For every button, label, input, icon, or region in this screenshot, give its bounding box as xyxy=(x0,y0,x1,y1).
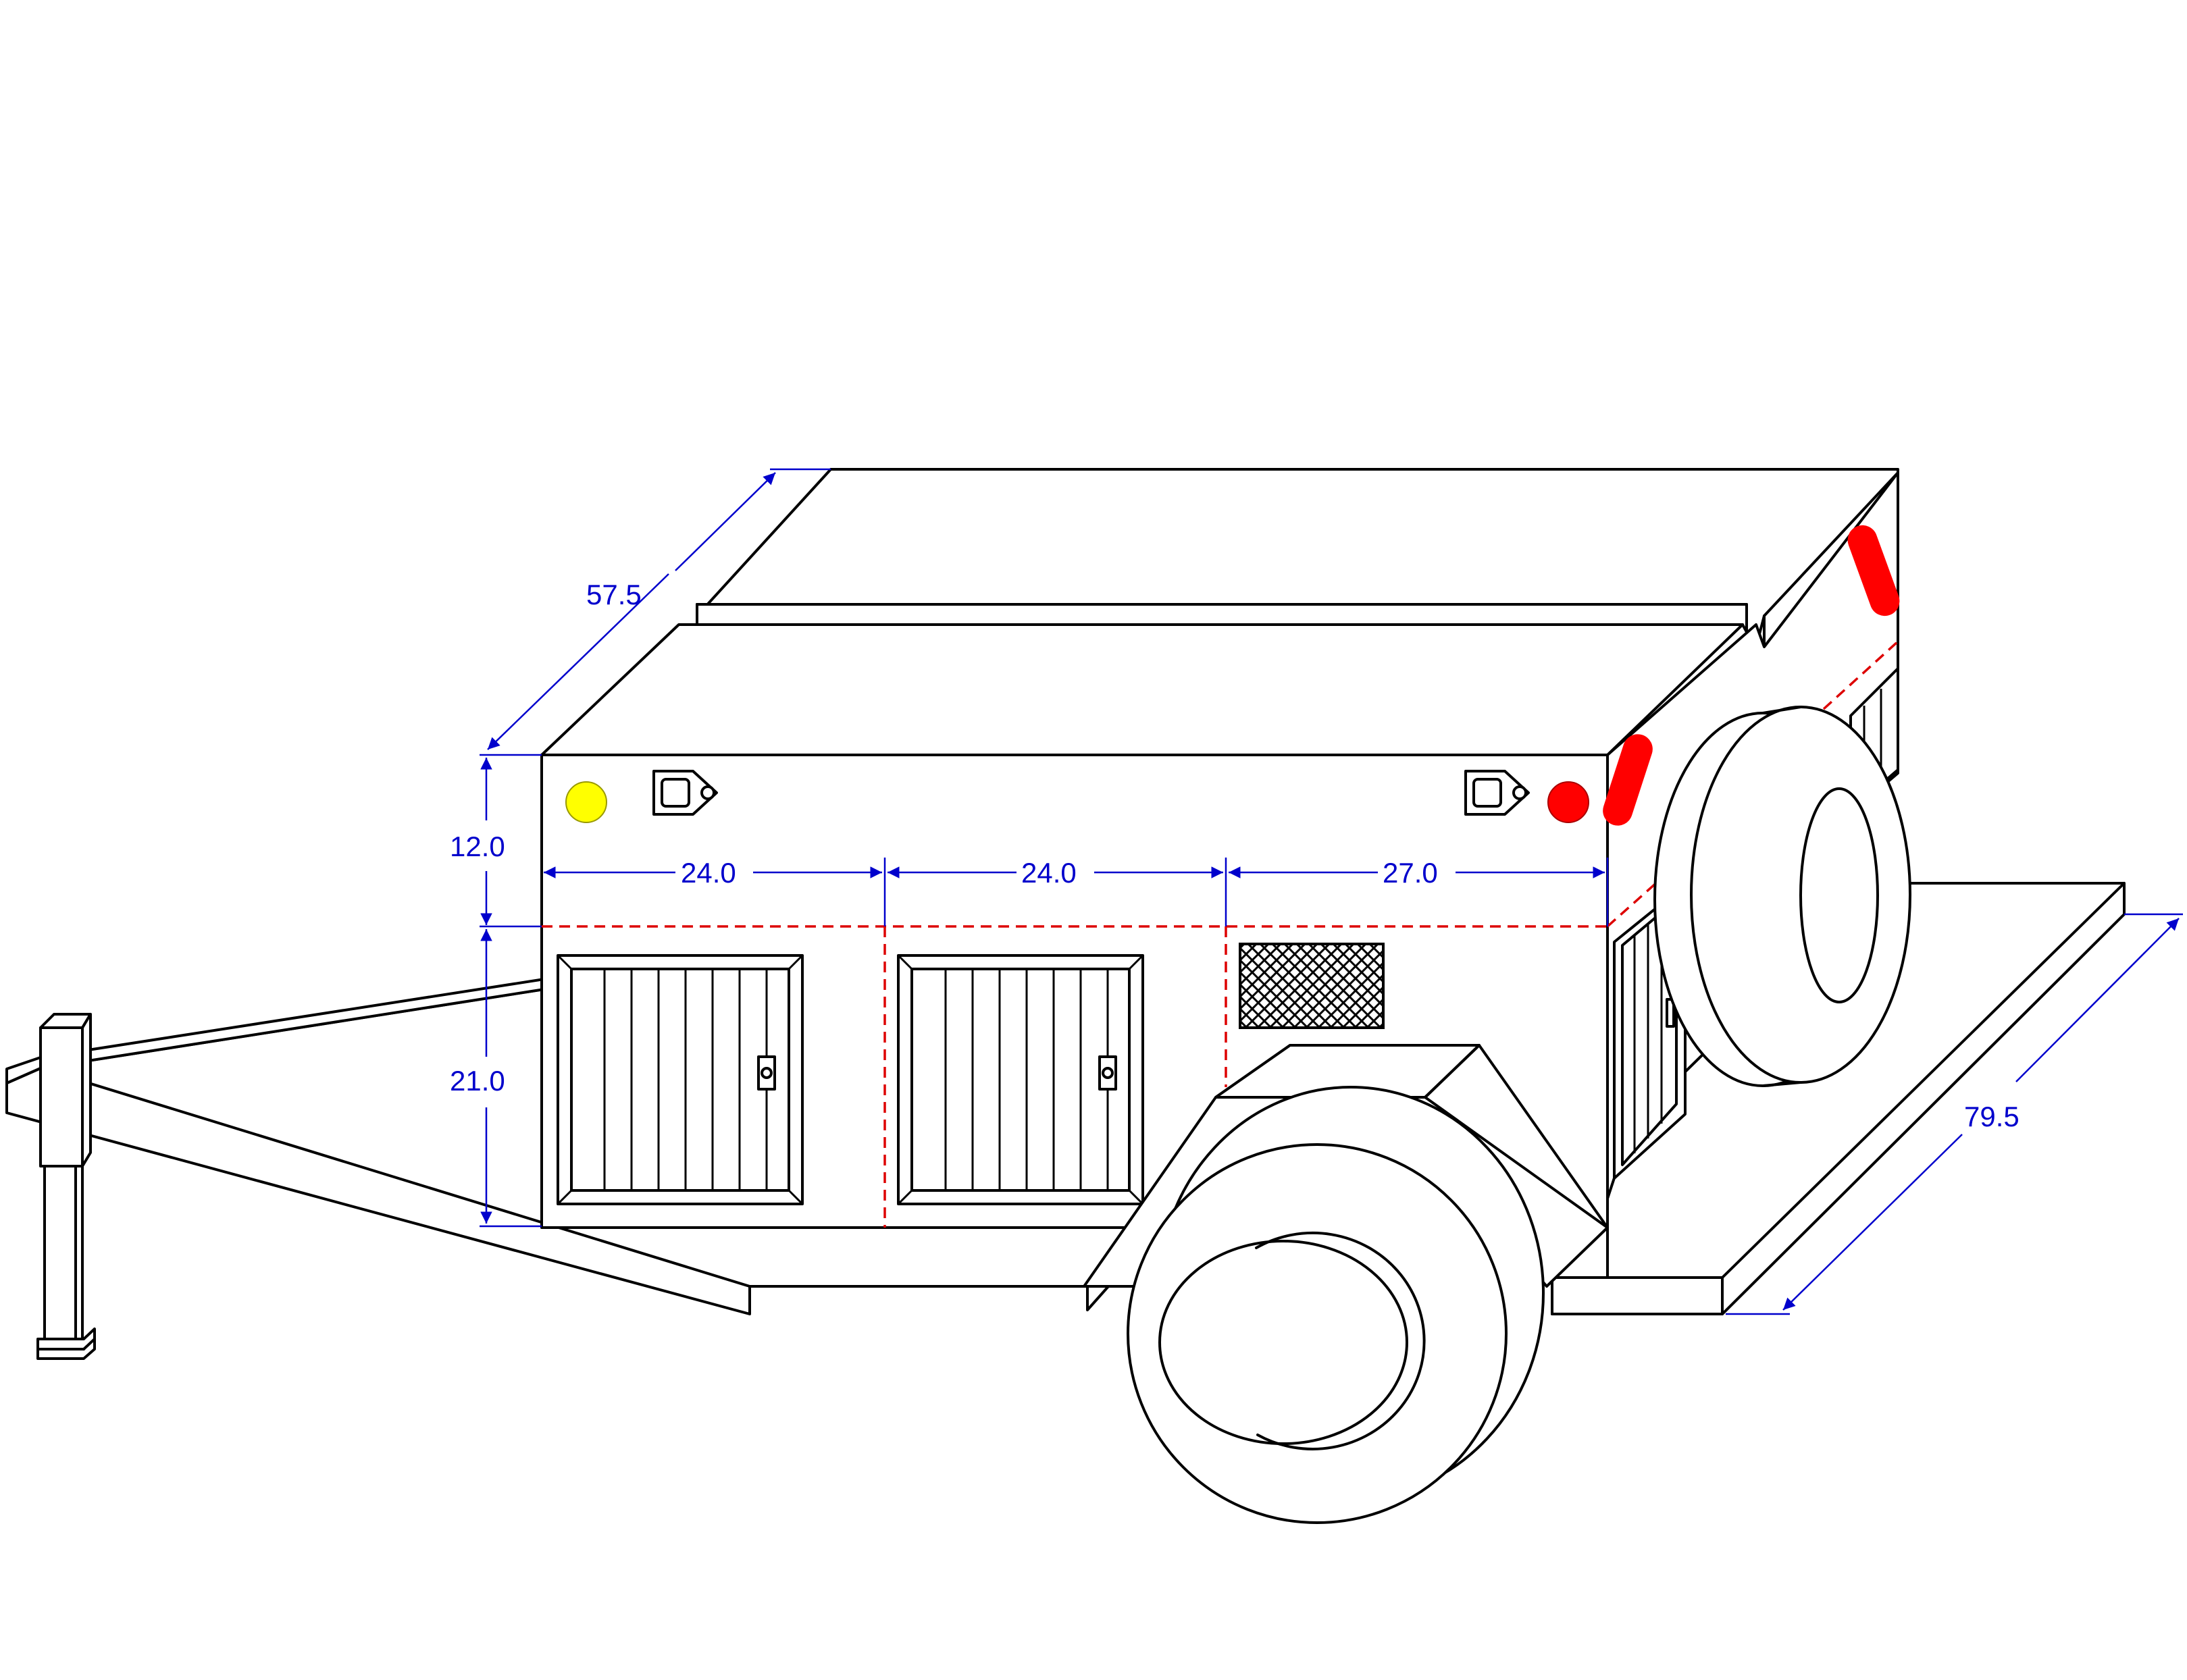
dim-width-label: 57.5 xyxy=(586,579,642,610)
dim-compartment-3-label: 27.0 xyxy=(1383,857,1438,889)
road-wheel xyxy=(1127,1086,1545,1524)
tie-down-right xyxy=(1464,770,1530,816)
dim-compartment-1-label: 24.0 xyxy=(681,857,736,889)
compartment-dividers xyxy=(542,640,1899,1228)
vent-grille xyxy=(1239,943,1385,1029)
door-left-latch xyxy=(757,1055,776,1091)
red-side-reflector-front xyxy=(1603,734,1653,826)
rear-lid xyxy=(696,468,1899,648)
dim-compartment-2-label: 24.0 xyxy=(1021,857,1077,889)
spare-tire xyxy=(1653,706,1911,1087)
dimension-lines xyxy=(480,468,2183,1315)
tongue-jack-stand xyxy=(36,1013,96,1360)
dimension-labels: 57.5 12.0 21.0 24.0 24.0 27.0 79.5 xyxy=(450,579,2019,1132)
amber-marker-light xyxy=(565,781,607,823)
door-center xyxy=(897,954,1144,1205)
door-left xyxy=(557,954,804,1205)
dim-lower-height-label: 21.0 xyxy=(450,1065,505,1097)
red-side-reflector-rear xyxy=(1847,525,1900,616)
red-marker-light xyxy=(1547,781,1589,823)
dim-upper-height-label: 12.0 xyxy=(450,831,505,862)
dim-length-label: 79.5 xyxy=(1964,1101,2019,1132)
door-center-latch xyxy=(1098,1055,1117,1091)
tie-down-left xyxy=(652,770,718,816)
